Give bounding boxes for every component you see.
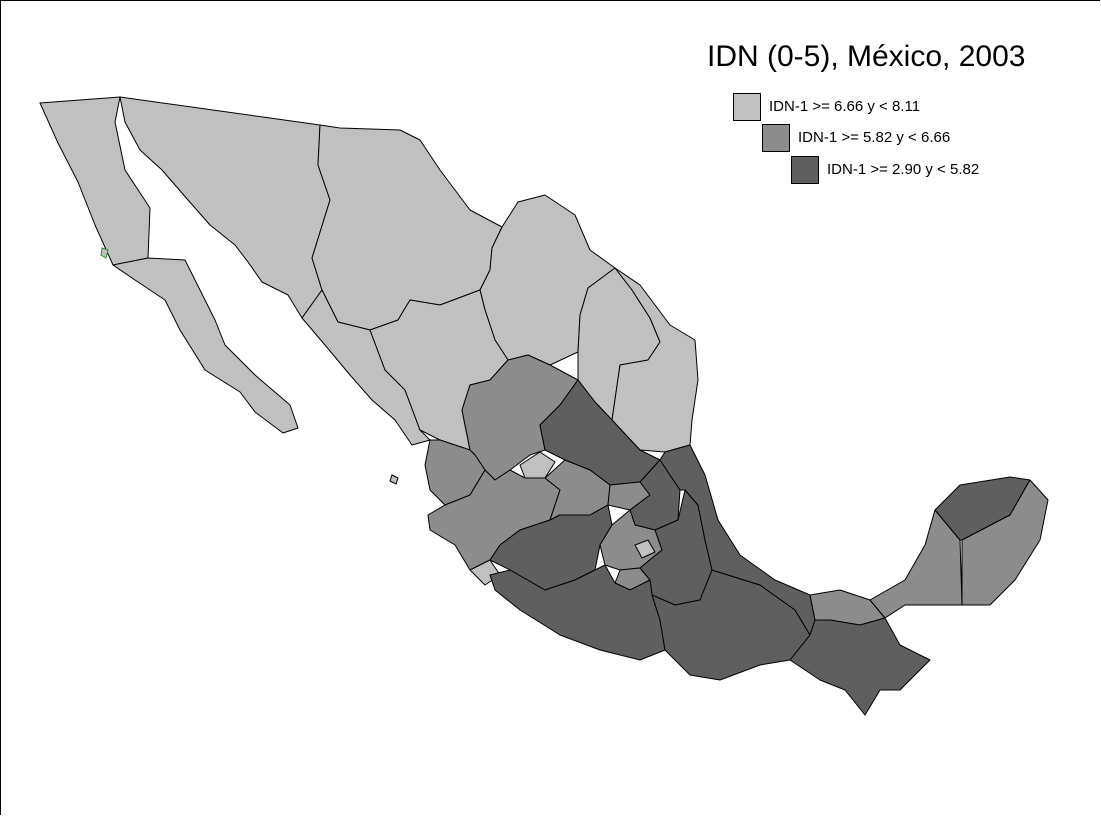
- region-chiapas: [789, 617, 931, 716]
- region-aguascalientes: [519, 451, 556, 479]
- legend-label-mid: IDN-1 >= 5.82 y < 6.66: [798, 129, 951, 146]
- region-distrito-federal: [634, 539, 656, 559]
- legend-swatch-low: [791, 156, 819, 184]
- region-tamaulipas: [611, 267, 699, 453]
- region-coahuila: [479, 194, 616, 366]
- legend-label-low: IDN-1 >= 2.90 y < 5.82: [827, 161, 980, 178]
- legend-swatch-high: [733, 93, 761, 121]
- region-baja-california-sur: [112, 257, 299, 434]
- legend-swatch-mid: [762, 124, 790, 152]
- legend-label-high: IDN-1 >= 6.66 y < 8.11: [769, 98, 921, 115]
- region-quintana-roo: [961, 479, 1049, 606]
- island-guadalupe: [100, 247, 109, 259]
- map-title: IDN (0-5), México, 2003: [707, 40, 1026, 73]
- island-marias: [389, 474, 399, 485]
- region-sinaloa: [301, 289, 431, 446]
